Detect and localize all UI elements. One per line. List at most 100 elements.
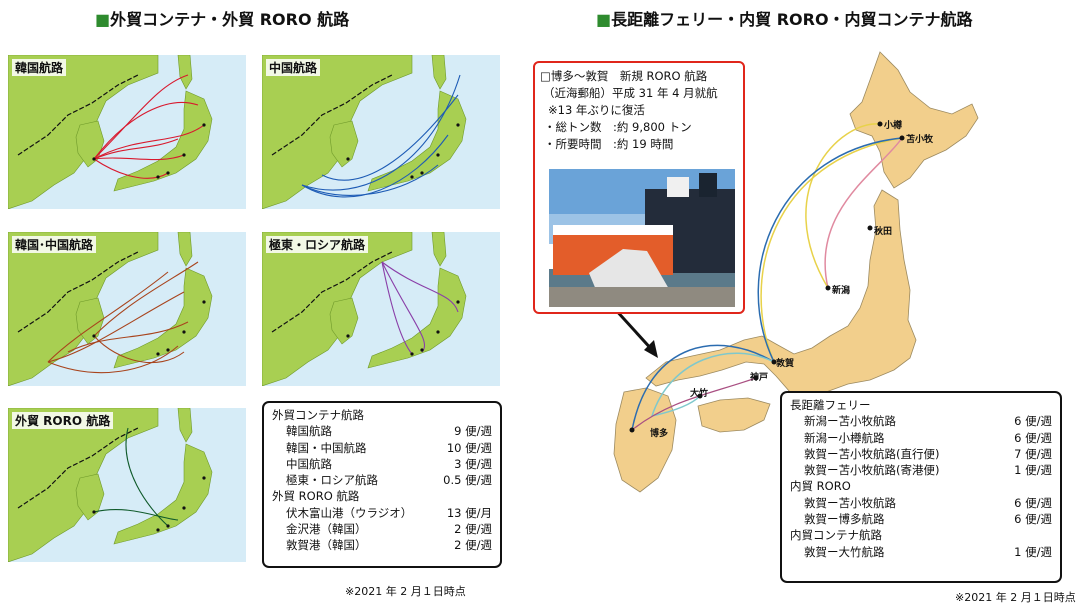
shipping-route xyxy=(301,74,461,191)
hokkaido-landmass xyxy=(849,51,979,189)
place-label-niigata: 新潟 xyxy=(832,286,851,296)
map-korea-china-routes: 韓国･中国航路 xyxy=(8,232,246,386)
shipping-route xyxy=(125,427,169,527)
left-date-note: ※2021 年 2 月１日時点 xyxy=(345,585,466,598)
shipping-route xyxy=(93,124,205,160)
place-label-tomakomai: 苫小牧 xyxy=(906,135,934,145)
port-marker xyxy=(753,375,759,381)
sakhalin-landmass xyxy=(177,232,193,267)
header-square-icon: ■ xyxy=(95,10,111,29)
place-label-hakata: 博多 xyxy=(650,429,669,439)
sakhalin-landmass xyxy=(431,232,447,267)
shipping-route xyxy=(67,321,189,353)
legend-category-title: 長距離フェリー xyxy=(790,398,871,412)
sakhalin-landmass xyxy=(431,55,447,90)
honshu-landmass xyxy=(645,189,917,401)
right-section-header: ■長距離フェリー・内貿 RORO・内貿コンテナ航路 xyxy=(596,6,973,30)
port-marker xyxy=(899,135,905,141)
national-border-line xyxy=(271,251,393,333)
port-marker xyxy=(436,330,440,334)
route-tsuruga-tomakomai-direct xyxy=(760,137,903,363)
port-marker xyxy=(182,506,186,510)
port-marker xyxy=(156,352,160,356)
route-tsuruga-tomakomai-roro xyxy=(757,137,903,363)
legend-row: 金沢港（韓国）2 便/週 xyxy=(286,522,492,537)
port-marker xyxy=(420,348,424,352)
port-marker xyxy=(877,121,883,127)
map-china-routes: 中国航路 xyxy=(262,55,500,209)
port-marker xyxy=(202,476,206,480)
shipping-route xyxy=(93,335,185,364)
shipping-route xyxy=(93,261,199,337)
port-marker xyxy=(202,123,206,127)
port-marker xyxy=(410,175,414,179)
port-marker xyxy=(410,352,414,356)
ship-superstructure xyxy=(667,177,689,197)
port-marker xyxy=(436,153,440,157)
port-marker xyxy=(166,171,170,175)
place-label-kobe: 神戸 xyxy=(750,373,769,383)
shipping-route xyxy=(301,134,449,198)
port-marker xyxy=(771,359,777,365)
japan-landmass xyxy=(113,443,213,545)
sakhalin-landmass xyxy=(177,408,193,443)
shipping-route xyxy=(93,509,179,521)
route-kobe-hakata xyxy=(631,377,757,431)
national-border-line xyxy=(17,427,139,509)
shipping-route xyxy=(47,291,185,363)
port-marker xyxy=(182,330,186,334)
port-marker xyxy=(202,300,206,304)
shipping-route xyxy=(381,261,413,355)
legend-row: 敦賀ー苫小牧航路(直行便)7 便/週 xyxy=(804,446,1052,461)
shipping-route xyxy=(301,164,439,196)
shipping-route xyxy=(381,261,426,353)
legend-row: 敦賀港（韓国）2 便/週 xyxy=(286,538,492,553)
sakhalin-landmass xyxy=(177,55,193,90)
korea-peninsula-landmass xyxy=(329,297,359,345)
port-marker xyxy=(825,285,831,291)
shipping-route xyxy=(93,154,185,161)
left-section-header: ■外貿コンテナ・外貿 RORO 航路 xyxy=(95,6,349,30)
port-marker xyxy=(166,524,170,528)
route-niigata-tomakomai xyxy=(824,137,903,289)
place-label-akita: 秋田 xyxy=(874,227,893,237)
right-date-note: ※2021 年 2 月１日時点 xyxy=(955,591,1076,604)
kyushu-landmass xyxy=(613,387,677,493)
header-square-icon: ■ xyxy=(596,10,612,29)
map-label: 外貿 RORO 航路 xyxy=(12,412,114,429)
ferry-photo xyxy=(549,169,735,307)
map-intl-roro-routes: 外貿 RORO 航路 xyxy=(8,408,246,562)
port-marker xyxy=(346,334,350,338)
japan-landmass xyxy=(113,90,213,192)
callout-text: □博多～敦賀 新規 RORO 航路 （近海郵船）平成 31 年 4 月就航 ※1… xyxy=(540,69,718,151)
quay xyxy=(549,287,735,307)
port-marker xyxy=(92,157,96,161)
national-border-line xyxy=(271,74,393,156)
shipping-route xyxy=(47,271,169,363)
route-niigata-otaru xyxy=(805,123,881,289)
right-header-text: 長距離フェリー・内貿 RORO・内貿コンテナ航路 xyxy=(611,10,973,29)
route-tsuruga-otake xyxy=(650,352,775,418)
port-marker xyxy=(156,528,160,532)
port-marker xyxy=(156,175,160,179)
place-label-otaru: 小樽 xyxy=(884,121,903,131)
national-border-line xyxy=(17,251,139,333)
shipping-route xyxy=(381,261,459,313)
port-marker xyxy=(92,334,96,338)
new-roro-callout: □博多～敦賀 新規 RORO 航路 （近海郵船）平成 31 年 4 月就航 ※1… xyxy=(533,61,745,314)
map-korea-routes: 韓国航路 xyxy=(8,55,246,209)
left-header-text: 外貿コンテナ・外貿 RORO 航路 xyxy=(110,10,350,29)
map-label: 韓国航路 xyxy=(12,59,67,76)
shipping-route xyxy=(93,101,199,160)
japan-landmass xyxy=(113,267,213,369)
port-marker xyxy=(182,153,186,157)
legend-row: 敦賀ー苫小牧航路(寄港便)1 便/週 xyxy=(804,463,1052,478)
shipping-route xyxy=(93,74,189,160)
